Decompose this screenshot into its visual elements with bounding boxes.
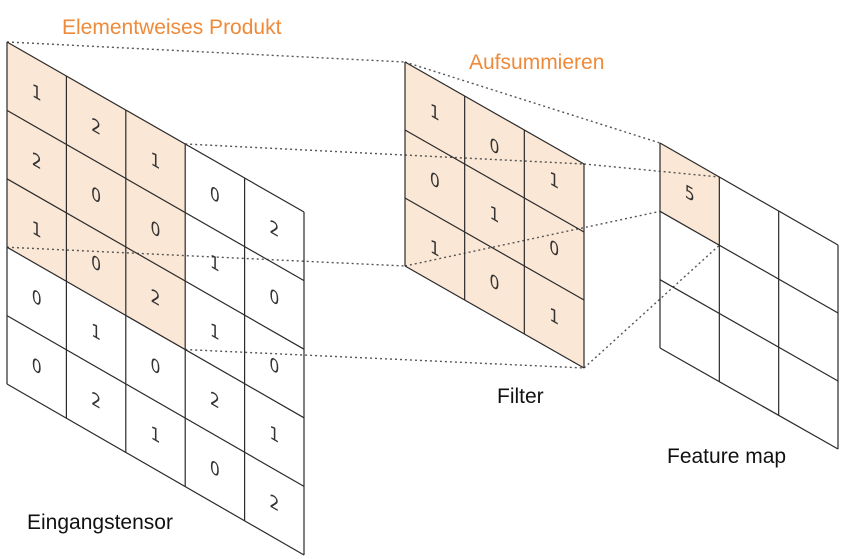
input-tensor-cell-value: 1: [269, 422, 279, 449]
input-tensor-cell-value: 2: [32, 148, 42, 175]
input-tensor-cell-value: 1: [151, 422, 161, 449]
filter-cell-value: 0: [549, 236, 559, 263]
feature-map-grid: [659, 142, 839, 450]
input-row-line: [6, 178, 305, 350]
input-tensor-cell-value: 0: [32, 285, 42, 312]
filter-row-line: [404, 129, 585, 233]
feature-map-label: Feature map: [667, 445, 787, 468]
input-tensor-cell-value: 0: [210, 182, 220, 209]
feature-map-row-line: [659, 142, 839, 246]
filter-row-line: [404, 61, 585, 165]
input-tensor-cell-value: 2: [269, 216, 279, 243]
filter-row-line: [404, 265, 585, 369]
input-row-line: [6, 315, 305, 487]
input-tensor-cell-value: 2: [151, 285, 161, 312]
feature-map-row-line: [659, 210, 839, 314]
input-grid: [6, 41, 305, 556]
filter-cell-value: 0: [490, 134, 500, 161]
feature-map-row-line: [659, 347, 839, 450]
input-tensor-cell-value: 2: [91, 388, 101, 415]
input-tensor-cell-value: 1: [151, 148, 161, 175]
filter-cell-value: 1: [430, 100, 440, 127]
input-row-line: [6, 383, 305, 556]
input-tensor-cell-value: 0: [151, 353, 161, 380]
input-row-line: [6, 246, 305, 419]
feature-map-cell-value: 5: [685, 181, 695, 208]
feature-map-row-line: [659, 279, 839, 382]
input-tensor-cell-value: 0: [151, 216, 161, 243]
input-tensor-cell-value: 1: [32, 80, 42, 107]
filter-cell-value: 1: [549, 304, 559, 331]
input-tensor-cell-value: 0: [269, 353, 279, 380]
filter-cell-value: 0: [490, 270, 500, 297]
filter-cell-value: 1: [430, 236, 440, 263]
elementwise-product-label: Elementweises Produkt: [62, 16, 282, 39]
input-tensor-cell-value: 0: [210, 456, 220, 483]
input-tensor-cell-value: 0: [32, 354, 42, 381]
input-row-line: [6, 109, 305, 282]
input-tensor-label: Eingangstensor: [27, 511, 173, 534]
filter-row-line: [404, 197, 585, 301]
input-tensor-cell-value: 0: [91, 182, 101, 209]
input-tensor-cell-value: 0: [91, 251, 101, 278]
input-tensor-cell-value: 1: [210, 319, 220, 346]
filter-cell-value: 1: [490, 202, 500, 229]
connector-filter-to-feature-map: [404, 210, 661, 267]
input-row-line: [6, 41, 305, 213]
input-tensor-cell-value: 1: [32, 217, 42, 244]
filter-cell-value: 1: [549, 168, 559, 195]
filter-grid: [404, 61, 585, 369]
input-tensor-cell-value: 2: [210, 388, 220, 415]
input-tensor-cell-value: 1: [210, 250, 220, 277]
input-tensor-cell-value: 0: [269, 285, 279, 312]
input-tensor-cell-value: 1: [91, 319, 101, 346]
connector-input-to-filter: [6, 246, 406, 267]
input-tensor-cell-value: 2: [91, 114, 101, 141]
input-tensor-cell-value: 2: [269, 490, 279, 517]
connector-input-to-filter: [6, 41, 406, 63]
connector-input-to-filter: [185, 348, 585, 369]
sum-label: Aufsummieren: [469, 51, 605, 74]
filter-cell-value: 0: [430, 168, 440, 195]
connector-filter-to-feature-map: [583, 244, 720, 369]
connector-input-to-filter: [185, 143, 585, 165]
filter-label: Filter: [497, 385, 544, 408]
